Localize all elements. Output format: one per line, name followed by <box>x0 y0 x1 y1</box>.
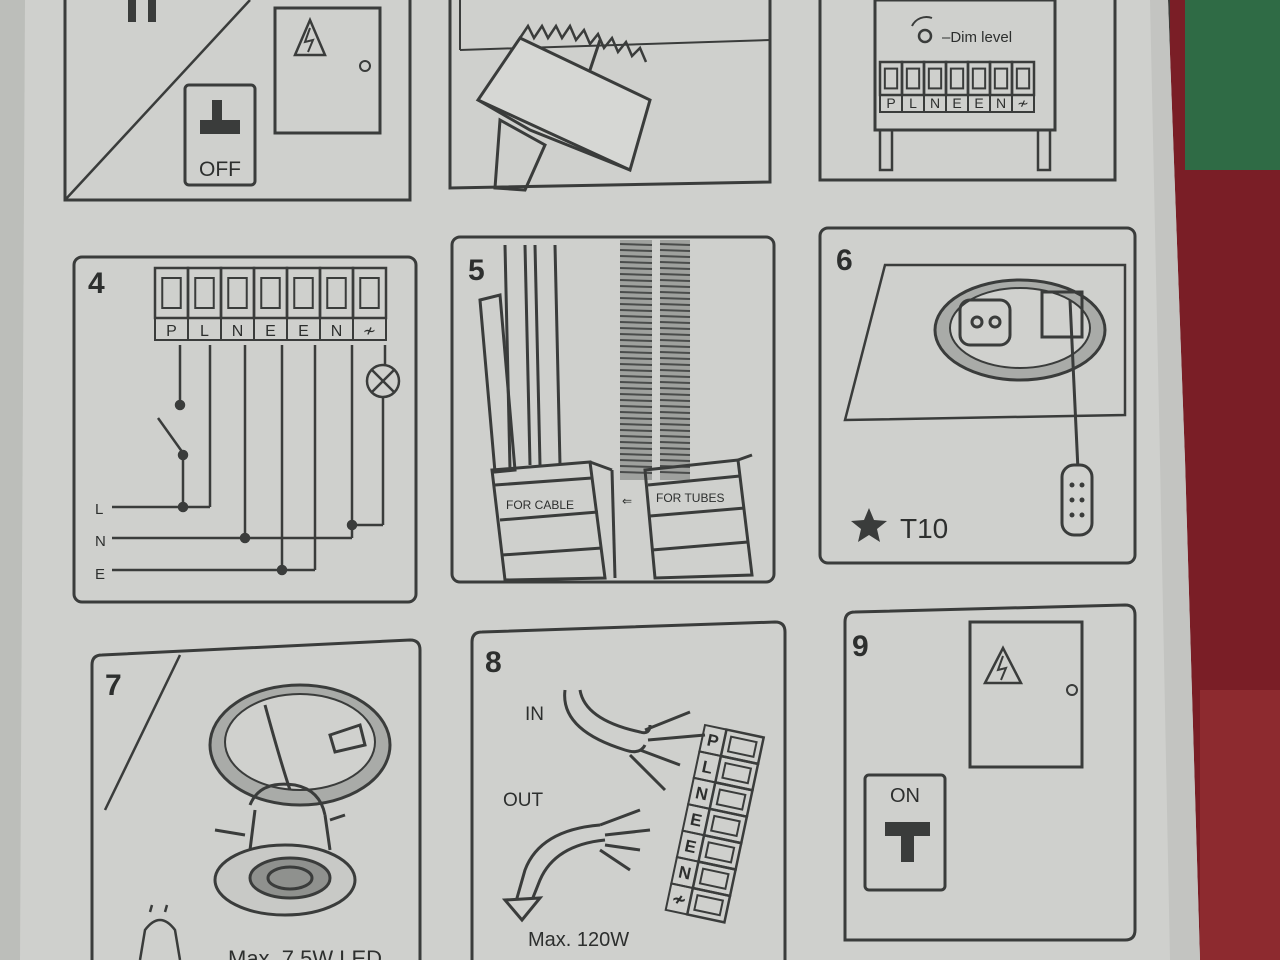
tubes-adapter <box>643 453 754 580</box>
terminal-label: N <box>232 323 244 340</box>
panel-4-number: 4 <box>88 267 105 300</box>
panel-5: 5 FOR CABLE FOR TUB <box>450 235 776 584</box>
pause-icon <box>128 0 136 22</box>
terminal-label: N <box>331 323 343 340</box>
panel-9-number: 9 <box>852 630 869 663</box>
panel-8-caption: Max. 120W <box>528 929 629 951</box>
terminal-label: N <box>694 783 710 804</box>
panel-7-number: 7 <box>105 669 122 702</box>
cable-adapter <box>490 460 617 582</box>
torx-icon <box>851 508 887 542</box>
terminal-label: E <box>298 323 309 340</box>
cable-icon <box>478 244 562 474</box>
terminal-label: P <box>166 323 177 340</box>
terminal-label: E <box>265 323 276 340</box>
warning-icon <box>293 16 327 57</box>
switch-off-icon <box>183 83 257 187</box>
terminal-strip: P L N E E N ≁ <box>153 266 388 341</box>
hole-saw-icon <box>475 23 652 192</box>
panel-2 <box>448 0 772 192</box>
panel-7-caption: Max. 7.5W LED <box>228 946 382 960</box>
panel-8-number: 8 <box>485 646 502 679</box>
screwdriver-icon <box>1060 299 1094 537</box>
wiring-diagram <box>112 345 401 576</box>
bulb-icon <box>138 904 182 960</box>
for-cable-label: FOR CABLE <box>506 498 574 512</box>
dim-level-label: –Dim level <box>942 29 1012 46</box>
panel-1: OFF <box>63 0 412 202</box>
terminal-label: N <box>677 862 693 883</box>
panel-7: 7 Max. 7.5W LED <box>90 638 422 960</box>
in-label: IN <box>525 704 544 725</box>
dimmer-module <box>873 0 1057 132</box>
terminal-label: L <box>700 757 714 778</box>
switch-on-icon <box>863 773 947 892</box>
out-cable-icon <box>501 808 651 923</box>
panel-5-number: 5 <box>468 254 485 287</box>
wire-label-n: N <box>95 533 106 550</box>
panel-6-number: 6 <box>836 244 853 277</box>
terminal-label: ≁ <box>1017 95 1029 111</box>
fuse-box-icon <box>273 6 382 135</box>
in-cable-icon <box>563 689 706 792</box>
background-green-box <box>1185 0 1280 170</box>
lamp-socket-icon <box>958 290 1084 347</box>
terminal-label: E <box>952 95 961 111</box>
wire-label-l: L <box>95 501 103 518</box>
terminal-label: L <box>200 323 209 340</box>
for-tubes-label: FOR TUBES <box>656 491 724 505</box>
on-label: ON <box>890 785 920 807</box>
fuse-box-icon <box>968 620 1084 769</box>
terminal-label: N <box>996 95 1006 111</box>
terminal-label: E <box>974 95 983 111</box>
wire-label-e: E <box>95 566 105 583</box>
dim-knob-icon <box>917 28 933 44</box>
warning-icon <box>982 645 1024 685</box>
out-label: OUT <box>503 790 544 811</box>
terminal-label: P <box>705 731 720 752</box>
svg-text:⇐: ⇐ <box>622 494 632 508</box>
terminal-label: N <box>930 95 940 111</box>
downlight-fixture-icon <box>213 704 357 917</box>
terminal-label: E <box>688 810 703 831</box>
tubes-icon <box>619 240 691 480</box>
terminal-label: E <box>683 836 698 857</box>
terminal-label: ≁ <box>670 889 688 911</box>
off-label: OFF <box>199 158 241 181</box>
terminal-label: ≁ <box>363 323 376 340</box>
terminal-label: P <box>886 95 895 111</box>
terminal-label: L <box>909 95 917 111</box>
panel-6: 6 T10 <box>818 226 1137 565</box>
panel-9: 9 ON <box>843 603 1137 942</box>
tool-label: T10 <box>900 513 948 544</box>
